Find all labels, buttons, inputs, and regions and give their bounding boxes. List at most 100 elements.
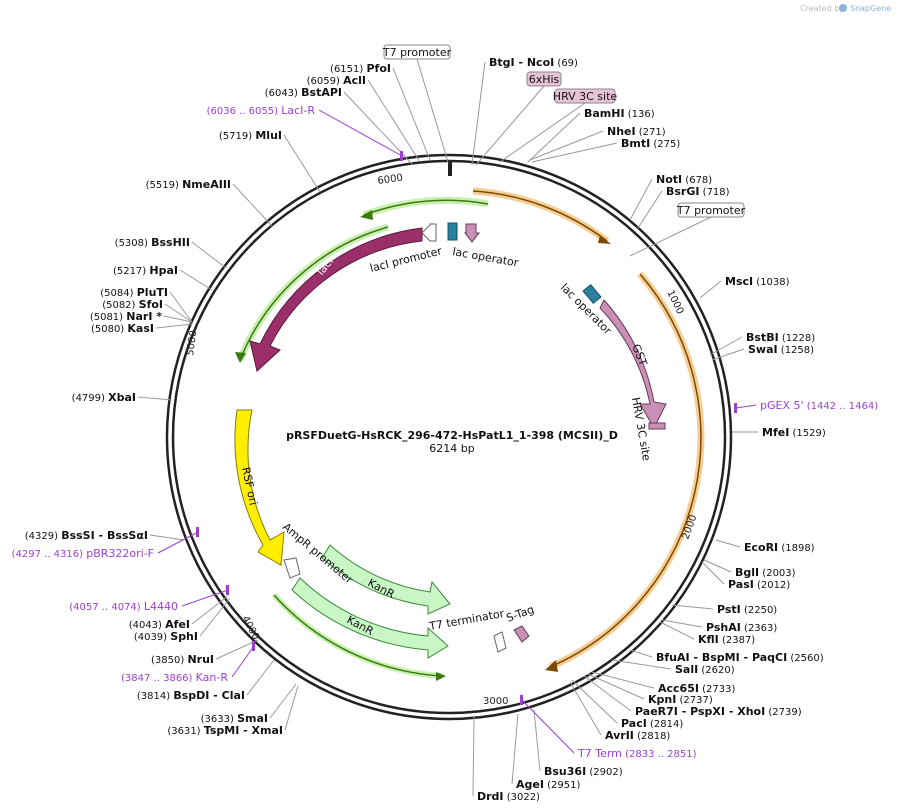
s-tag-label: S-Tag — [505, 603, 536, 625]
boxed-label-text: T7 promoter — [382, 46, 452, 59]
leader-line — [137, 396, 173, 401]
enzyme-right-18: Acc65I (2733) — [658, 682, 735, 695]
leader-line — [699, 280, 722, 299]
leader-line — [169, 291, 193, 323]
enzyme-left-6: (5217) HpaI — [113, 264, 178, 277]
leader-line — [283, 134, 321, 193]
boxed-label-1 — [526, 71, 562, 87]
leader-line — [163, 315, 193, 323]
enzyme-left-10: (5080) KasI — [91, 322, 154, 335]
leader-line — [529, 130, 604, 161]
primer-leader — [521, 699, 575, 754]
enzyme-right-6: MscI (1038) — [725, 275, 790, 288]
kanr-line — [273, 594, 443, 677]
lac-operator-label-1: lac operator — [451, 245, 519, 269]
laci-promoter-arrow — [421, 223, 437, 242]
mcs-line-1 — [472, 190, 608, 242]
leader-line — [149, 534, 185, 541]
enzyme-right-23: Bsu36I (2902) — [544, 765, 623, 778]
leader-line — [591, 671, 655, 689]
feature-small-arrows — [283, 222, 602, 653]
leader-line — [701, 561, 725, 585]
enzyme-left-1: (6059) AclI — [307, 74, 366, 87]
enzyme-right-1: BamHI (136) — [584, 107, 655, 120]
enzyme-left-15: (3850) NruI — [151, 653, 214, 666]
enzyme-right-22: AvrII (2818) — [605, 729, 670, 742]
feature-rsf-ori[interactable]: RSF ori — [234, 409, 285, 566]
enzyme-right-12: PasI (2012) — [728, 578, 790, 591]
primer-1: pGEX 5' (1442 .. 1464) — [760, 399, 878, 412]
leader-line — [179, 269, 213, 291]
enzyme-right-8: SwaI (1258) — [748, 343, 814, 356]
leader-line — [199, 597, 231, 637]
primer-leader — [181, 589, 229, 607]
s-tag-arrow — [513, 625, 530, 643]
labels: BtgI - NcoI (69) BamHI (136) NheI (271)Bmt… — [12, 56, 879, 803]
primer-4: (3847 .. 3866) Kan-R — [121, 671, 228, 684]
leader-line — [246, 659, 275, 696]
boxed-label-0 — [383, 44, 451, 60]
enzyme-right-25: DrdI (3022) — [477, 790, 540, 803]
enzyme-right-7: BstBI (1228) — [746, 331, 815, 344]
kanr-arrow-2 — [291, 577, 449, 659]
enzyme-left-5: (5308) BssHII — [115, 236, 190, 249]
enzyme-right-3: BmtI (275) — [621, 137, 680, 150]
leader-line — [711, 348, 745, 361]
enzyme-left-8: (5082) SfoI — [102, 298, 163, 311]
enzyme-right-15: KflI (2387) — [698, 633, 755, 646]
backbone-inner-circle — [171, 159, 727, 715]
leader-line — [155, 323, 193, 329]
leader-line — [671, 604, 714, 610]
enzyme-left-9: (5081) NarI * — [90, 310, 162, 323]
leader-line — [661, 619, 703, 628]
enzyme-right-4: NotI (678) — [656, 173, 712, 186]
laci-highlight-1 — [362, 196, 489, 219]
gst-label: GST — [629, 342, 649, 368]
enzyme-left-2: (6043) BstAPI — [265, 86, 342, 99]
leader-line — [215, 639, 259, 660]
leader-line — [499, 102, 586, 163]
t7-terminator-arrow — [493, 631, 507, 653]
leaders — [137, 58, 758, 797]
primer-2: (4297 .. 4316) pBR322ori-F — [12, 547, 154, 560]
laci-arcs — [235, 196, 489, 363]
leader-line — [533, 709, 541, 772]
leader-line — [164, 303, 193, 323]
leader-line — [191, 241, 227, 269]
enzyme-right-2: NheI (271) — [607, 125, 666, 138]
enzyme-right-14: PshAI (2363) — [706, 621, 777, 634]
kanr-line-arrow — [436, 672, 446, 681]
enzyme-right-0: BtgI - NcoI (69) — [489, 56, 578, 69]
leader-line — [703, 559, 732, 573]
primer-leader — [735, 404, 757, 409]
enzyme-left-17: (3633) SmaI — [201, 712, 268, 725]
leader-line — [709, 336, 743, 356]
leader-line — [629, 649, 653, 658]
enzyme-left-18: (3631) TspMI - XmaI — [167, 724, 283, 737]
leader-line — [611, 659, 672, 670]
laci-line-2 — [239, 226, 389, 361]
enzyme-left-3: (5719) MluI — [219, 129, 282, 142]
backbone-outer-circle — [165, 153, 733, 721]
rsf-ori-shape — [234, 409, 285, 566]
primer-leader — [157, 531, 199, 554]
kanr-label-2: KanR — [345, 613, 376, 638]
enzyme-right-20: PaeR7I - PspXI - XhoI (2739) — [635, 705, 802, 718]
leader-line — [416, 58, 449, 163]
primer-marker — [520, 695, 523, 705]
mcs-arrow-1 — [598, 235, 611, 244]
leader-line — [583, 675, 632, 712]
enzyme-right-10: EcoRI (1898) — [744, 541, 815, 554]
primer-marker — [226, 585, 229, 595]
boxed-label-3 — [677, 202, 745, 218]
enzyme-right-19: KpnI (2737) — [648, 693, 713, 706]
plasmid-name: pRSFDuetG-HsRCK_296-472-HsPatL1_1-398 (M… — [286, 429, 618, 442]
leader-line — [715, 539, 741, 548]
enzyme-right-21: PacI (2814) — [621, 717, 683, 730]
mcs-highlights — [472, 187, 705, 672]
feature-kanr[interactable]: KanR KanR — [271, 544, 451, 681]
enzyme-left-12: (4329) BssSI - BssSαI — [25, 529, 148, 542]
enzyme-left-0: (6151) PfoI — [330, 62, 391, 75]
leader-line — [531, 142, 618, 163]
